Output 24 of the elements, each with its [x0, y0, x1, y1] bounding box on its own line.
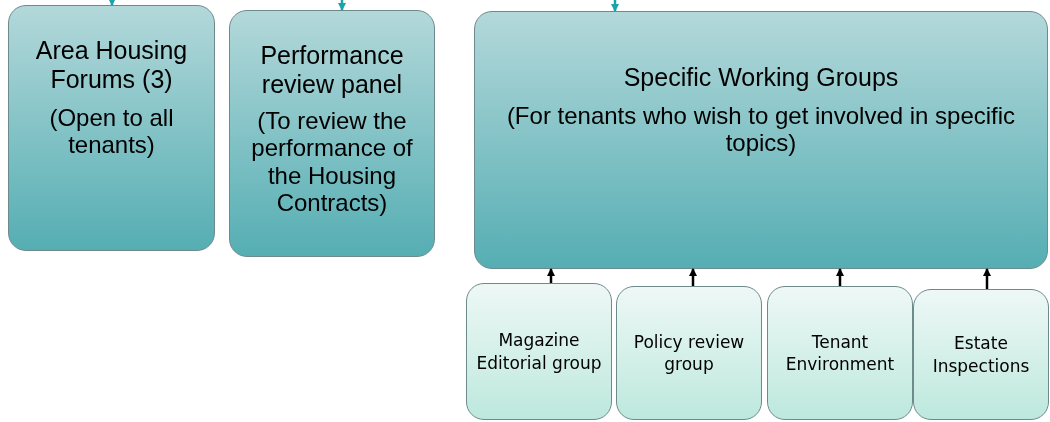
group-box	[474, 11, 1048, 269]
box-title: Specific Working Groups	[623, 63, 899, 92]
box-description: (For tenants who wish to get involved in specific topics)	[505, 101, 1017, 157]
subgroup-box	[466, 283, 612, 420]
arrow	[338, 0, 346, 11]
subgroup-box	[767, 286, 913, 420]
box-title: Tenant Environment	[784, 330, 896, 376]
arrow	[983, 268, 991, 289]
arrow	[836, 268, 844, 286]
subgroup-box	[913, 289, 1049, 420]
group-box	[8, 5, 215, 251]
box-title: Area Housing Forums (3)	[34, 36, 189, 94]
box-title: Magazine Editorial group	[475, 329, 603, 374]
box-description: (Open to all tenants)	[48, 103, 175, 159]
box-title: Performance review panel	[259, 41, 405, 99]
arrow	[108, 0, 116, 6]
group-box	[229, 10, 435, 257]
arrow	[689, 268, 697, 286]
subgroup-box	[616, 286, 762, 420]
arrow	[611, 0, 619, 12]
box-description: (To review the performance of the Housing Contracts)	[250, 106, 414, 217]
box-title: Estate Inspections	[931, 332, 1031, 377]
box-title: Policy review group	[632, 330, 746, 376]
arrow	[547, 268, 555, 283]
